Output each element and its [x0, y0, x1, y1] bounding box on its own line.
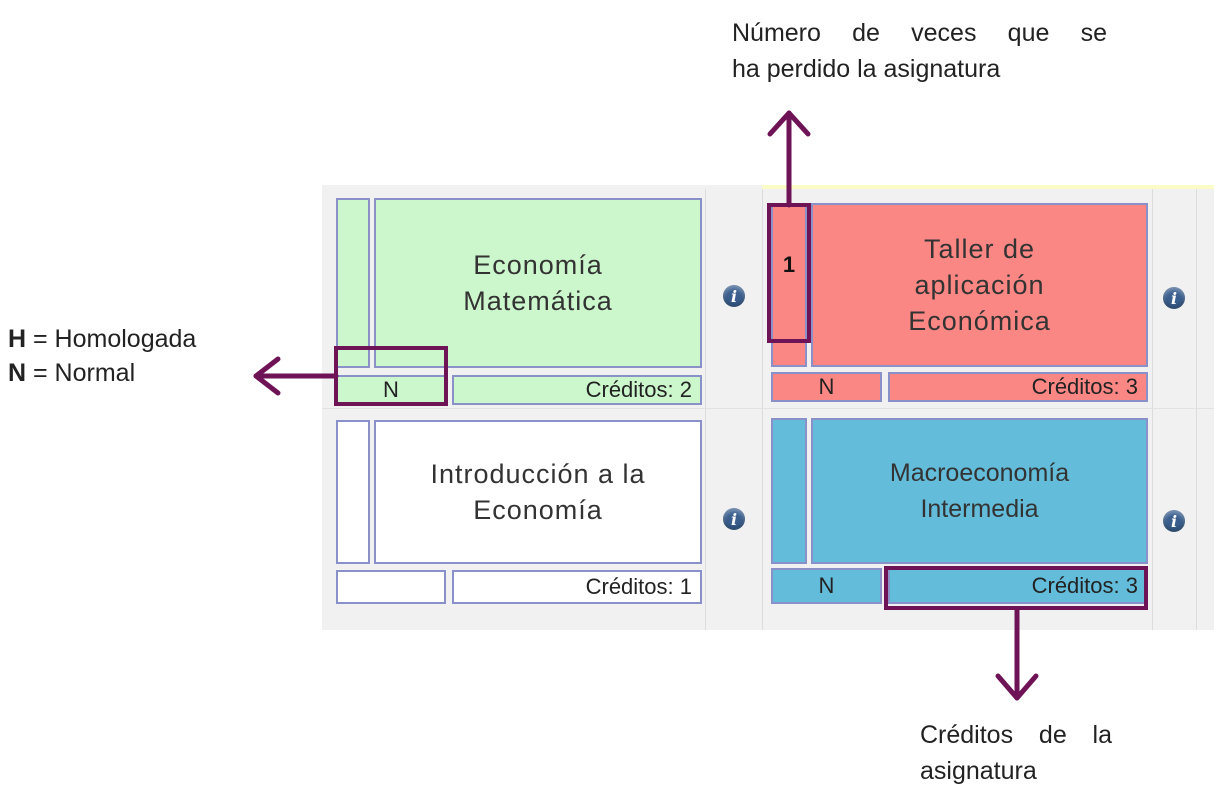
credits-annotation: Créditos de la	[920, 718, 1112, 752]
lost-count-cell	[771, 418, 807, 564]
lost-count-annotation: Número de veces que se	[732, 16, 1107, 50]
course-title: Introducción a la Economía	[430, 459, 646, 525]
course-credits-cell: Créditos: 1	[452, 570, 702, 604]
column-divider	[1152, 189, 1153, 630]
course-title: Economía Matemática	[463, 250, 613, 316]
info-icon[interactable]: i	[1163, 287, 1185, 309]
info-icon[interactable]: i	[723, 508, 745, 530]
course-title-cell[interactable]: Introducción a la Economía	[374, 420, 702, 564]
course-title: Taller de aplicación Económica	[908, 234, 1051, 336]
info-icon[interactable]: i	[1163, 510, 1185, 532]
arrow-down-head-icon	[995, 673, 1039, 701]
legend-key: N	[8, 359, 27, 387]
credits-annotation: asignatura	[920, 754, 1037, 788]
type-legend: H = Homologada N = Normal	[8, 322, 196, 390]
lost-count-cell	[336, 420, 370, 564]
legend-key: H	[8, 325, 27, 353]
course-credits-cell: Créditos: 2	[452, 375, 702, 405]
lost-count-annotation: ha perdido la asignatura	[732, 52, 1000, 86]
annotation-line: ha perdido la asignatura	[732, 55, 1001, 83]
course-credits-cell: Créditos: 3	[888, 372, 1148, 402]
column-divider	[705, 189, 706, 630]
course-type-cell	[336, 570, 446, 604]
column-divider	[1196, 189, 1197, 630]
course-type-cell: N	[771, 568, 882, 604]
legend-text: = Normal	[33, 359, 136, 387]
legend-text: = Homologada	[33, 325, 197, 353]
header-strip	[762, 185, 1214, 189]
annotation-line: asignatura	[920, 757, 1037, 785]
annotation-line: Número de veces que se	[732, 19, 1107, 47]
course-title-cell[interactable]: Economía Matemática	[374, 198, 702, 368]
info-icon[interactable]: i	[723, 285, 745, 307]
course-title-cell[interactable]: Macroeconomía Intermedia	[811, 418, 1148, 564]
course-title: Macroeconomía Intermedia	[889, 459, 1070, 523]
column-divider	[762, 189, 763, 630]
row-divider	[322, 408, 1214, 409]
course-title-cell[interactable]: Taller de aplicación Económica	[811, 203, 1148, 367]
arrow-left-head-icon	[253, 356, 281, 396]
course-type-cell: N	[771, 372, 882, 402]
lost-count-cell	[336, 198, 370, 368]
course-credits-cell: Créditos: 3	[888, 568, 1148, 604]
arrow-up-head-icon	[767, 110, 811, 137]
annotation-line: Créditos de la	[920, 721, 1112, 749]
